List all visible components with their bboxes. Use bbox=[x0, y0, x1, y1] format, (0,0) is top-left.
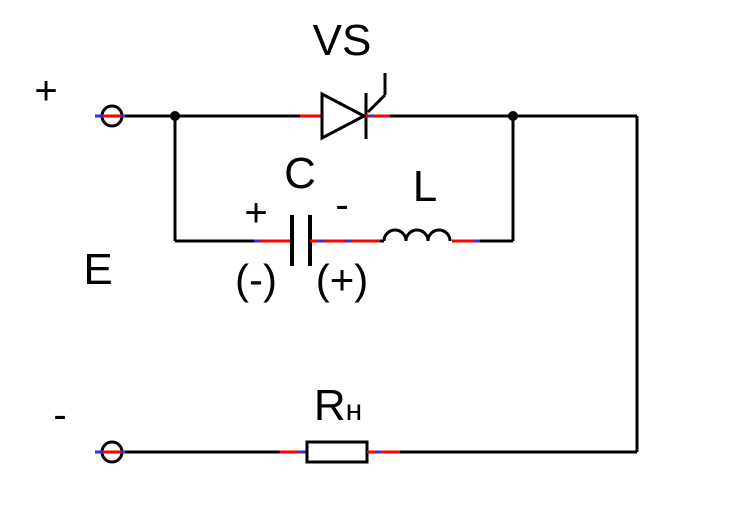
inductor-label: L bbox=[413, 162, 437, 211]
cap-plus-label: + bbox=[244, 191, 267, 235]
junction-left bbox=[170, 111, 180, 121]
cap-reverse-right-label: (+) bbox=[316, 256, 369, 303]
load-label-sub: н bbox=[346, 394, 363, 427]
terminal-minus bbox=[95, 440, 125, 464]
capacitor-label: C bbox=[284, 149, 316, 198]
cap-reverse-left-label: (-) bbox=[235, 256, 277, 303]
terminal-plus bbox=[95, 104, 125, 128]
junction-right bbox=[508, 111, 518, 121]
load-label-main: R bbox=[314, 381, 346, 430]
source-plus-label: + bbox=[34, 69, 57, 113]
thyristor-label: VS bbox=[313, 16, 372, 65]
source-label: E bbox=[83, 245, 112, 294]
wires bbox=[125, 114, 639, 454]
cap-minus-label: - bbox=[335, 183, 348, 227]
load-label: Rн bbox=[314, 381, 362, 430]
inductor-symbol bbox=[382, 228, 480, 243]
source-minus-label: - bbox=[53, 393, 66, 437]
resistor-symbol bbox=[280, 440, 400, 464]
thyristor-symbol bbox=[300, 73, 390, 141]
capacitor-symbol bbox=[254, 215, 380, 266]
